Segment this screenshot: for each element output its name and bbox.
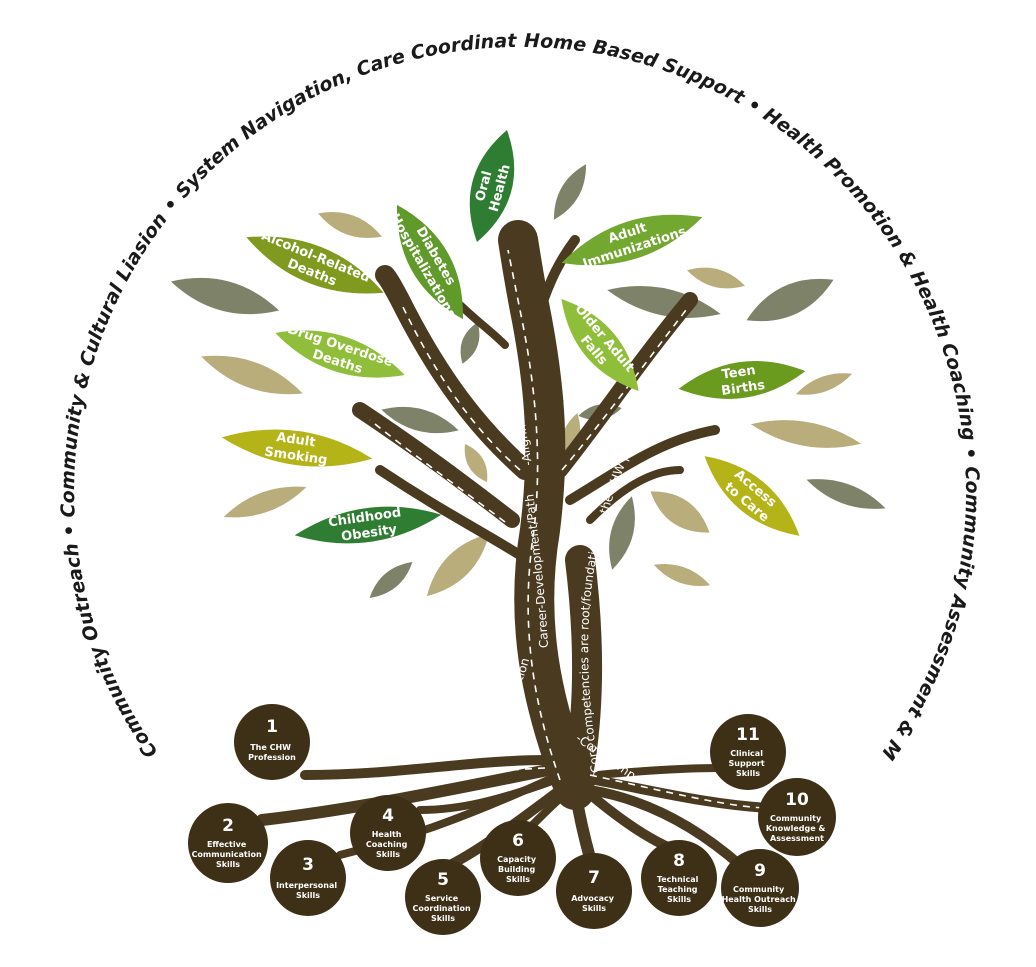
decorative-leaf: [170, 277, 280, 315]
root-label-line: Advocacy: [571, 894, 615, 903]
root-label-line: Service: [425, 894, 459, 903]
root-label-line: Skills: [582, 904, 606, 913]
root-number: 3: [302, 855, 314, 875]
root-number: 10: [785, 790, 809, 810]
root-label-line: Skills: [376, 850, 400, 859]
leaf-teen-births: Teen Births: [678, 361, 806, 399]
root-label-line: Skills: [736, 769, 760, 778]
root-node-5: 5 Service Coordination Skills: [405, 859, 481, 935]
leaf-childhood-obesity: Childhood Obesity: [294, 505, 442, 545]
root-node-2: 2 Effective Communication Skills: [188, 803, 268, 883]
decorative-leaf: [223, 486, 307, 518]
root-label-line: Knowledge &: [766, 824, 826, 833]
decorative-leaf: [460, 322, 480, 364]
root-number: 5: [437, 870, 449, 890]
root-node-7: 7 Advocacy Skills: [556, 853, 632, 929]
decorative-leaves: [170, 164, 886, 598]
root-label-line: Capacity: [497, 855, 537, 864]
root-number: 4: [382, 806, 394, 826]
root-label-line: Interpersonal: [276, 881, 337, 890]
root-label-line: Skills: [296, 891, 320, 900]
leaf-access-to-care: Access to Care: [704, 456, 800, 536]
decorative-leaf: [806, 479, 886, 509]
decorative-leaf: [750, 420, 862, 448]
root-node-6: 6 Capacity Building Skills: [480, 820, 556, 896]
leaf-label-line: Teen: [721, 363, 757, 383]
root-number: 11: [736, 725, 760, 745]
root-node-3: 3 Interpersonal Skills: [270, 840, 346, 916]
standardization-label: Standardization: [481, 656, 532, 746]
decorative-leaf: [653, 564, 711, 586]
svg-text:Community Knowledge &: Community Knowledge & Assessment: [766, 814, 828, 843]
svg-text:Community Health Outre: Community Health Outreach Skills: [722, 885, 799, 914]
root-label-line: Skills: [667, 895, 691, 904]
root-label-line: Coaching: [366, 840, 408, 849]
root-label-line: Coordination: [413, 904, 471, 913]
root-label-line: Skills: [748, 905, 772, 914]
root-number: 1: [266, 717, 278, 737]
decorative-leaf: [795, 373, 853, 395]
root-label-line: Building: [498, 865, 535, 874]
root-label-line: Teaching: [658, 885, 698, 894]
decorative-leaf: [607, 286, 721, 318]
root-label-line: Skills: [216, 860, 240, 869]
root-node-11: 11 Clinical Support Skills: [710, 714, 786, 790]
decorative-leaf: [201, 355, 303, 395]
root-node-1: 1 The CHW Profession: [234, 704, 310, 780]
root-number: 9: [754, 861, 766, 881]
root-node-9: 9 Community Health Outreach Skills: [721, 849, 799, 927]
root-label-line: Community: [770, 814, 822, 823]
svg-text:Service Coordination: Service Coordination Skills: [413, 894, 474, 923]
tree-trunk: [256, 220, 775, 870]
root-node-4: 4 Health Coaching Skills: [350, 795, 426, 871]
decorative-leaf: [318, 212, 382, 238]
leaf-drug-overdose-deaths: Drug Overdose Deaths: [275, 322, 405, 378]
decorative-leaf: [426, 533, 490, 597]
root-number: 2: [222, 816, 234, 836]
root-label-line: Skills: [431, 914, 455, 923]
svg-text:Effective Communicatio: Effective Communication Skills: [192, 840, 265, 869]
svg-text:Capacity Building: Capacity Building Skills: [497, 855, 539, 884]
leaf-label-line: Adult: [275, 430, 316, 450]
root-label-line: Profession: [248, 753, 296, 762]
svg-text:The CHW Profession: The CHW Profession: [248, 743, 296, 762]
root-label-line: Communication: [192, 850, 262, 859]
svg-text:Technical Teaching: Technical Teaching Skills: [657, 875, 701, 904]
decorative-leaf: [650, 491, 710, 533]
svg-text:Interpersonal Skills: Interpersonal Skills: [276, 881, 340, 900]
decorative-leaf: [464, 443, 488, 483]
root-label-line: The CHW: [250, 743, 291, 752]
decorative-leaf: [369, 562, 413, 598]
root-label-line: Clinical: [730, 749, 763, 758]
decorative-leaf: [746, 278, 834, 322]
svg-text:Advocacy Skills: Advocacy Skills: [571, 894, 617, 913]
decorative-leaf: [687, 267, 745, 289]
root-number: 8: [673, 851, 685, 871]
root-node-8: 8 Technical Teaching Skills: [641, 840, 717, 916]
root-number: 7: [588, 868, 600, 888]
root-label-line: Support: [729, 759, 765, 768]
decorative-leaf: [609, 496, 635, 570]
root-label-line: Assessment: [770, 834, 824, 843]
root-label-line: Health: [372, 830, 402, 839]
trunk-road-dashes: [299, 249, 771, 809]
root-number: 6: [512, 831, 524, 851]
root-label-line: Technical: [657, 875, 699, 884]
svg-text:Teen Births: Teen Births: [718, 362, 766, 399]
root-label-line: Community: [733, 885, 785, 894]
svg-text:Clinical Support: Clinical Support Skills: [729, 749, 768, 778]
decorative-leaf: [553, 164, 587, 220]
leaf-adult-smoking: Adult Smoking: [221, 429, 373, 468]
root-label-line: Skills: [506, 875, 530, 884]
decorative-leaf: [381, 406, 459, 434]
root-nodes: 1 The CHW Profession 2 Effective Communi…: [188, 704, 836, 935]
svg-text:Health Coaching: Health Coaching Skills: [366, 830, 410, 859]
root-label-line: Effective: [207, 840, 247, 849]
root-label-line: Health Outreach: [722, 895, 796, 904]
root-node-10: 10 Community Knowledge & Assessment: [758, 778, 836, 856]
leaf-label-line: Births: [720, 378, 766, 399]
